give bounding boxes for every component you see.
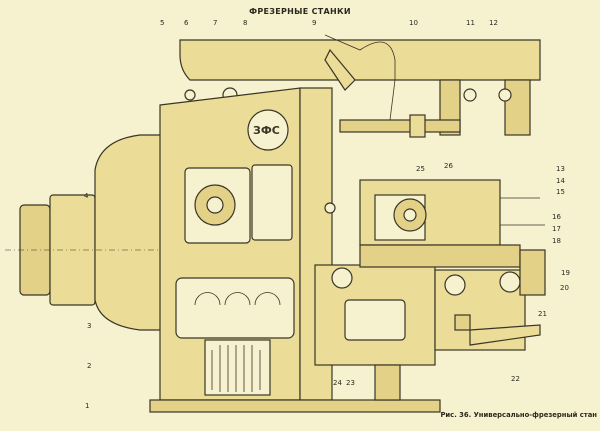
callout-8: 8 [243,19,247,27]
callout-24: 24 [333,379,342,387]
callout-15: 15 [556,188,565,196]
page-title: ФРЕЗЕРНЫЕ СТАНКИ [249,7,351,16]
callout-25: 25 [416,165,425,173]
callout-26: 26 [444,162,453,170]
callout-12: 12 [489,19,498,27]
callout-13: 13 [556,165,565,173]
column [149,87,441,413]
figure-caption: Рис. 36. Универсально-фрезерный стан [440,411,597,419]
callout-4: 4 [84,192,89,200]
callout-3: 3 [87,322,91,330]
callout-labels: 1 2 3 4 5 6 7 8 9 10 11 12 13 14 15 16 1… [84,19,570,410]
callout-6: 6 [184,19,189,27]
callout-17: 17 [552,225,561,233]
callout-23: 23 [346,379,355,387]
callout-7: 7 [213,19,217,27]
callout-18: 18 [552,237,561,245]
callout-14: 14 [556,177,565,185]
callout-21: 21 [538,310,547,318]
callout-2: 2 [87,362,91,370]
motor [5,134,180,331]
callout-20: 20 [560,284,569,292]
machine-badge: ЗФС [253,124,280,137]
knee-and-table [314,179,546,401]
callout-9: 9 [312,19,316,27]
callout-16: 16 [552,213,561,221]
callout-1: 1 [85,402,89,410]
callout-5: 5 [160,19,164,27]
spindle-and-lamp [324,34,461,138]
callout-19: 19 [561,269,570,277]
callout-10: 10 [409,19,418,27]
callout-22: 22 [511,375,520,383]
callout-11: 11 [466,19,475,27]
